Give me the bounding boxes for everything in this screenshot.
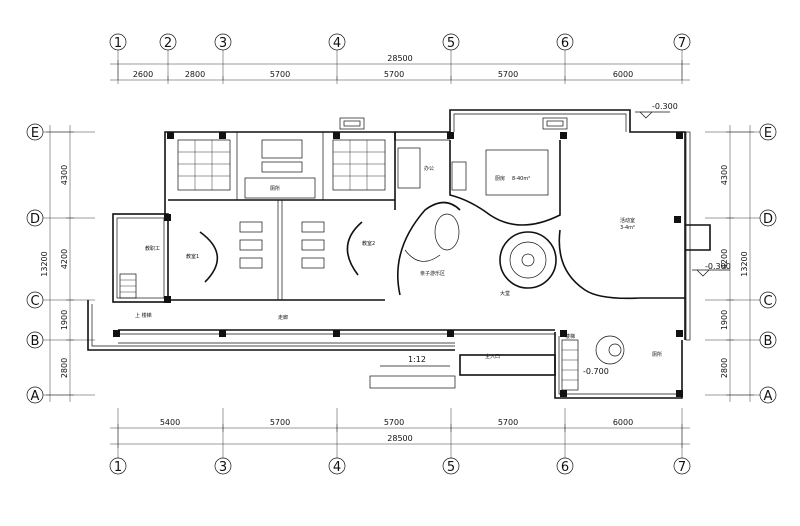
grid-label-bottom: 4 [333,460,341,475]
kitchen-counter [485,149,549,196]
grid-label-top: 1 [114,36,122,51]
left-dimension: 4300 [60,165,69,185]
room-label-hall: 大堂 [500,290,510,297]
grid-label-top: 4 [333,36,341,51]
grid-label-bottom: 3 [219,460,227,475]
top-dimension: 6000 [613,70,633,79]
room-label-staircase: 楼梯 [565,333,575,340]
top-dimension-lines [110,60,690,84]
right-dimension: 1900 [720,310,729,330]
structural-columns [113,132,683,397]
bottom-dimension: 5700 [270,418,290,427]
bottom-dimension: 5400 [160,418,180,427]
grid-label-top: 3 [219,36,227,51]
bed-block-right [332,139,386,191]
top-dimension: 5700 [384,70,404,79]
right-dimension-lines [726,125,754,402]
grid-label-right: B [764,334,773,349]
room-label-activity-area: 3-4m² [620,225,635,231]
east-stair [561,335,625,391]
left-dimension: 2800 [60,358,69,378]
office-fixtures [397,147,467,191]
room-label-parents-area: 亲子游乐区 [420,270,445,277]
bed-block-left [177,139,231,191]
level-marker-right [692,269,730,277]
grid-label-left: A [31,389,40,404]
room-label-activity: 活动室 [620,217,635,224]
grid-label-bottom: 6 [561,460,569,475]
top-dimension: 5700 [498,70,518,79]
bottom-dimension: 5700 [498,418,518,427]
top-dimension: 2600 [133,70,153,79]
level-marker-top [635,111,670,119]
top-total-dimension: 28500 [387,54,412,63]
grid-label-top: 6 [561,36,569,51]
grid-label-bottom: 7 [678,460,686,475]
ramp-label: 1:12 [408,355,426,364]
grid-label-right: A [764,389,773,404]
room-label-toilet-east: 厕所 [652,351,662,358]
grid-label-right: D [763,212,773,227]
level-right: -0.300 [705,262,731,271]
grid-label-left: D [30,212,40,227]
top-dimension: 5700 [270,70,290,79]
grid-label-top: 2 [164,36,172,51]
grid-label-left: B [31,334,40,349]
left-dimension: 1900 [60,310,69,330]
lobby-round-feature [499,231,557,289]
grid-bubbles-right: E D C B A [759,123,777,404]
vent-units [339,117,568,130]
grid-label-top: 5 [447,36,455,51]
room-label-kitchen-area: 8-40m² [512,176,530,182]
bottom-dimension-lines [110,424,690,448]
left-dimension: 4200 [60,249,69,269]
grid-axis-lines [43,50,760,458]
toilet-fixtures [244,139,316,199]
grid-label-right: C [763,294,772,309]
grid-label-bottom: 1 [114,460,122,475]
top-dimension: 2800 [185,70,205,79]
interior-walls [168,132,685,301]
grid-bubbles-bottom: 1 3 4 5 6 7 [109,457,691,475]
west-stair [119,273,137,299]
room-label-classroom2: 教室2 [362,240,375,247]
play-area-features [404,213,460,262]
classroom1-seating [199,221,263,283]
right-total-dimension: 13200 [740,251,749,276]
room-label-corridor: 走廊 [278,314,288,321]
grid-label-left: C [30,294,39,309]
left-total-dimension: 13200 [40,251,49,276]
room-label-office: 办公 [424,165,434,172]
bottom-dimension: 5700 [384,418,404,427]
bottom-total-dimension: 28500 [387,434,412,443]
label-upstair: 上 楼梯 [135,312,152,319]
grid-label-left: E [31,126,39,141]
main-entrance-label: 主入口 [485,353,500,360]
grid-label-top: 7 [678,36,686,51]
grid-bubbles-top: 1 2 3 4 5 6 7 [109,33,691,51]
room-label-staff: 教职工 [145,245,160,252]
bottom-dimension: 6000 [613,418,633,427]
grid-label-bottom: 5 [447,460,455,475]
room-label-kitchen: 厨房 [495,175,505,182]
room-label-toilet: 厕所 [270,185,280,192]
right-dimension: 4300 [720,165,729,185]
right-dimension: 2800 [720,358,729,378]
right-dimension: 4200 [720,249,729,269]
room-label-classroom1: 教室1 [186,253,199,260]
east-door-bump [685,224,711,251]
grid-label-right: E [764,126,772,141]
level-stair: -0.700 [583,367,609,376]
left-dimension-lines [46,125,74,402]
classroom2-seating [301,221,363,276]
level-top: -0.300 [652,102,678,111]
